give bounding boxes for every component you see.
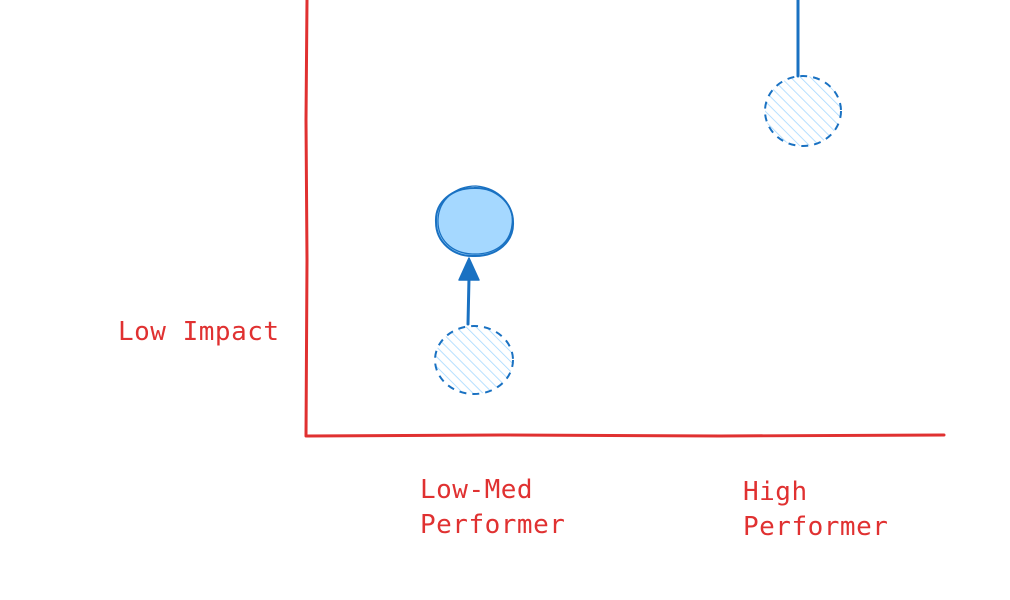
y-axis — [304, 0, 309, 438]
x-label-high-line2: Performer — [743, 512, 888, 542]
x-label-low-med-line2: Performer — [420, 510, 565, 540]
node-low-med-before — [434, 325, 514, 395]
node-high-performer — [764, 75, 842, 147]
node-low-med-after — [434, 185, 515, 258]
x-axis — [305, 433, 946, 438]
x-label-high-line1: High — [743, 477, 808, 507]
arrow-up — [458, 257, 480, 326]
x-label-low-med-line1: Low-Med — [420, 475, 533, 505]
y-label-low-impact: Low Impact — [118, 317, 280, 347]
